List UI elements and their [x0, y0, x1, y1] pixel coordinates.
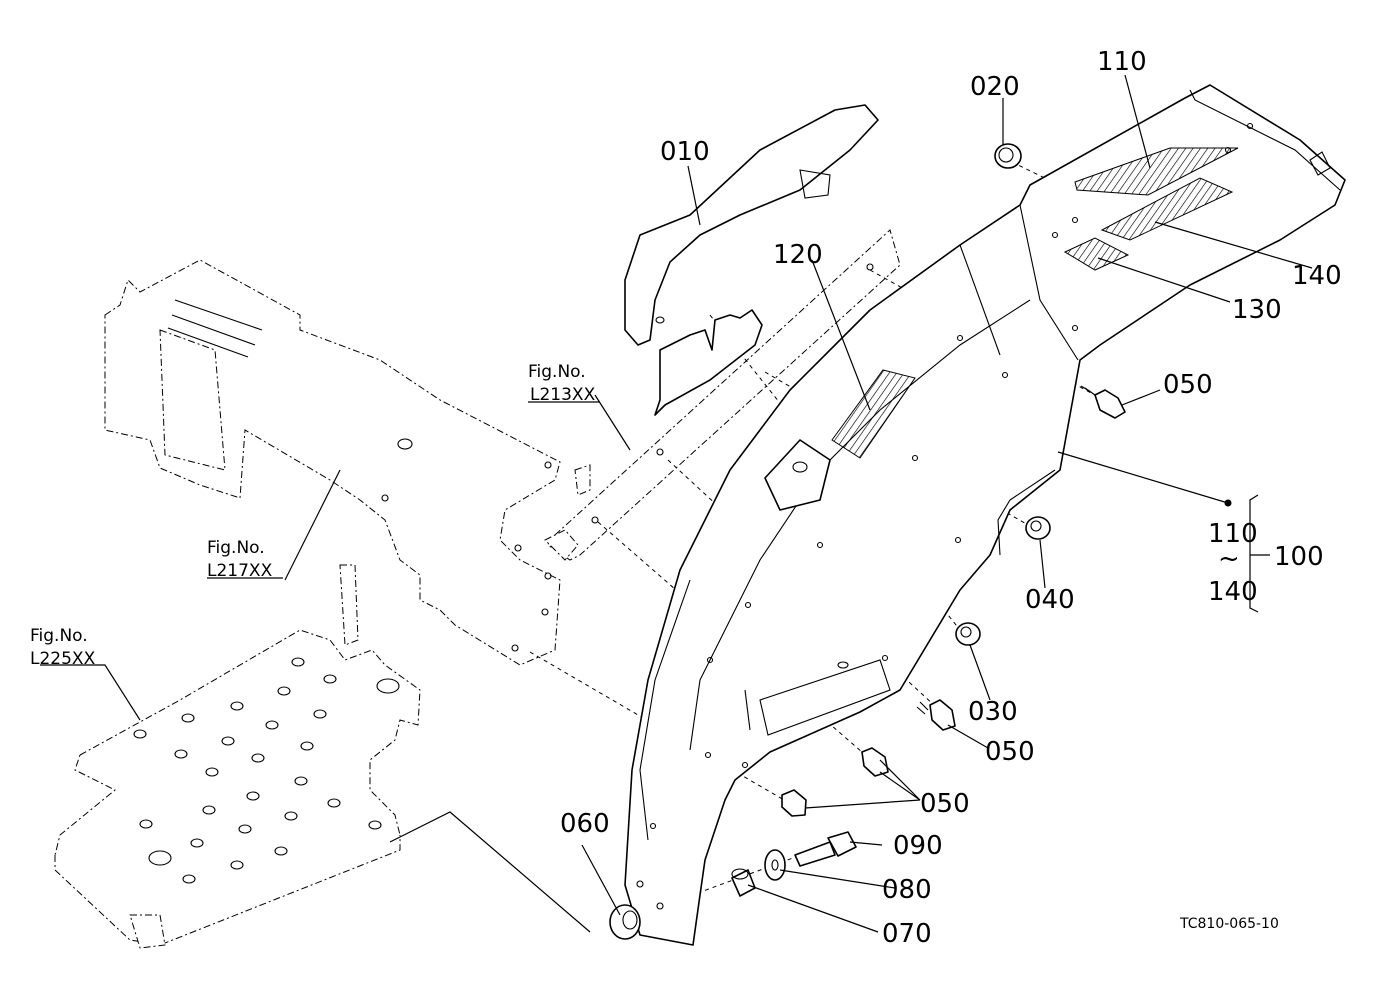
figure-references: Fig.No. L213XX Fig.No. L217XX Fig.No. L2…	[30, 362, 600, 669]
label-020: 020	[970, 72, 1020, 102]
bolt-050-middle	[916, 699, 956, 731]
grip-handle	[624, 104, 879, 416]
label-080: 080	[882, 875, 932, 905]
label-070: 070	[882, 919, 932, 949]
fig-l225-prefix: Fig.No.	[30, 626, 88, 646]
bracket-clip	[544, 529, 579, 561]
label-050-upper: 050	[1163, 370, 1213, 400]
nut-030	[955, 622, 981, 646]
label-140: 140	[1292, 261, 1342, 291]
decal-110	[1074, 147, 1239, 196]
fender-assembly	[624, 84, 1346, 946]
bolt-050-lower-a	[861, 747, 889, 777]
drawing-reference-code: TC810-065-10	[1179, 916, 1279, 932]
fig-l225-code: L225XX	[30, 649, 96, 669]
label-030: 030	[968, 697, 1018, 727]
assembly-label-group: 110 ~ 140 100	[1208, 519, 1324, 607]
bolt-050-lower-b	[781, 789, 807, 817]
ghost-floor-step	[54, 564, 421, 949]
fig-l213-code: L213XX	[530, 385, 596, 405]
ghost-rear-cover	[104, 259, 561, 666]
label-050-middle: 050	[985, 737, 1035, 767]
leader-lines	[40, 74, 1313, 933]
bolt-050-upper	[1080, 385, 1126, 419]
bolt-090	[794, 831, 857, 867]
assembly-100-label: 100	[1274, 542, 1324, 572]
grommet-020	[994, 143, 1022, 169]
label-110: 110	[1097, 47, 1147, 77]
decal-130	[1063, 237, 1130, 271]
washer-080	[764, 849, 786, 881]
label-090: 090	[893, 831, 943, 861]
grommet-060	[609, 904, 641, 940]
part-labels: 010 020 030 040 050 050 050 060 070 080 …	[560, 47, 1342, 949]
fig-l213-prefix: Fig.No.	[528, 362, 586, 382]
step-holes	[133, 657, 400, 884]
label-050-lower: 050	[920, 789, 970, 819]
nut-040	[1025, 516, 1051, 540]
fig-l217-code: L217XX	[207, 561, 273, 581]
label-010: 010	[660, 137, 710, 167]
decal-140	[1100, 177, 1234, 241]
label-130: 130	[1232, 295, 1282, 325]
collar-070	[731, 868, 756, 897]
fender-holes	[636, 122, 1254, 910]
range-end: 140	[1208, 577, 1258, 607]
decal-120	[831, 369, 916, 459]
ghost-bracket-rail	[547, 229, 901, 561]
label-040: 040	[1025, 585, 1075, 615]
range-separator: ~	[1218, 544, 1240, 574]
label-120: 120	[773, 240, 823, 270]
label-060: 060	[560, 809, 610, 839]
range-start: 110	[1208, 519, 1258, 549]
fig-l217-prefix: Fig.No.	[207, 538, 265, 558]
